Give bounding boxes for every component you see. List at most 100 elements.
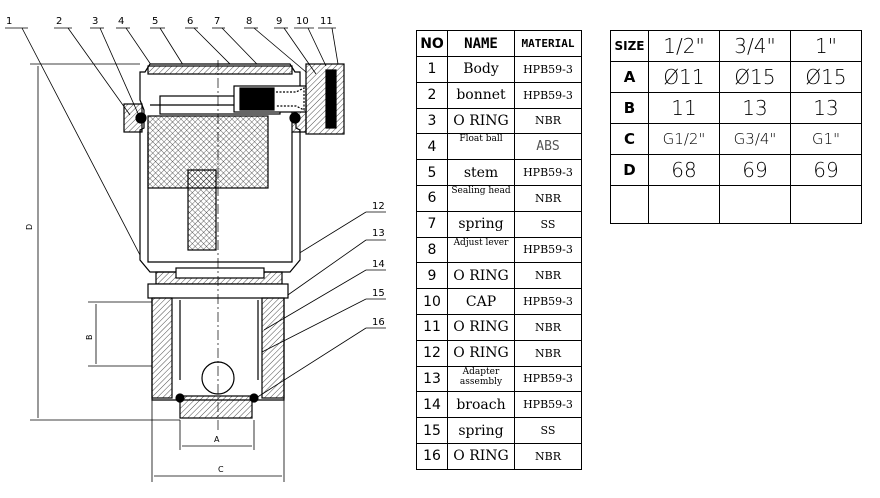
size-header-value: 3/4" — [719, 30, 791, 62]
size-cell — [790, 185, 862, 224]
callout-10: 10 — [296, 16, 309, 27]
size-cell: 13 — [790, 92, 862, 124]
callout-1: 1 — [6, 16, 12, 27]
size-cell: G1" — [790, 123, 862, 155]
part-material: HPB59-3 — [514, 81, 582, 109]
size-row-key: C — [610, 123, 649, 155]
valve-body — [123, 60, 345, 430]
size-cell: Ø15 — [790, 61, 862, 93]
part-name: O RING — [447, 107, 515, 135]
part-name: Adapter assembly — [447, 365, 515, 393]
part-no: 11 — [416, 313, 448, 341]
size-cell: Ø15 — [719, 61, 791, 93]
part-material: SS — [514, 417, 582, 444]
part-no: 9 — [416, 262, 448, 290]
dimension-lines — [30, 63, 285, 482]
part-material: NBR — [514, 339, 582, 367]
part-no: 16 — [416, 442, 448, 470]
right-leader-lines — [255, 211, 386, 399]
size-row-key: A — [610, 61, 649, 93]
part-name: stem — [447, 159, 515, 186]
size-header-value: 1/2" — [648, 30, 720, 62]
size-cell: 69 — [790, 154, 862, 186]
size-table-header: SIZE 1/2" 3/4" 1" — [610, 30, 862, 62]
dim-label-d: D — [25, 224, 34, 230]
callout-5: 5 — [152, 16, 158, 27]
part-no: 13 — [416, 365, 448, 393]
part-material: HPB59-3 — [514, 159, 582, 186]
part-name: Sealing head — [447, 184, 515, 212]
top-callouts: 1 2 3 4 5 6 7 8 9 10 11 — [6, 16, 333, 27]
part-material: HPB59-3 — [514, 288, 582, 315]
part-material: NBR — [514, 107, 582, 135]
part-name: spring — [447, 417, 515, 444]
table-row: C G1/2" G3/4" G1" — [610, 123, 862, 155]
part-material: HPB59-3 — [514, 236, 582, 264]
part-name: bonnet — [447, 81, 515, 109]
part-name: spring — [447, 210, 515, 238]
part-material: HPB59-3 — [514, 56, 582, 83]
size-header-key: SIZE — [610, 30, 649, 62]
part-no: 12 — [416, 339, 448, 367]
size-cell: Ø11 — [648, 61, 720, 93]
part-no: 6 — [416, 184, 448, 212]
size-cell: G3/4" — [719, 123, 791, 155]
right-callouts: 12 13 14 15 16 — [372, 201, 385, 328]
callout-13: 13 — [372, 228, 385, 239]
part-material: SS — [514, 210, 582, 238]
size-cell — [719, 185, 791, 224]
callout-16: 16 — [372, 317, 385, 328]
header-material: MATERIAL — [514, 30, 582, 57]
part-material: ABS — [514, 133, 582, 161]
table-row: B 11 13 13 — [610, 92, 862, 124]
size-cell: 68 — [648, 154, 720, 186]
dim-label-a: A — [214, 435, 220, 444]
size-cell: 11 — [648, 92, 720, 124]
part-name: broach — [447, 391, 515, 419]
part-material: NBR — [514, 442, 582, 470]
callout-11: 11 — [320, 16, 333, 27]
callout-8: 8 — [246, 16, 252, 27]
size-cell — [648, 185, 720, 224]
callout-9: 9 — [276, 16, 282, 27]
table-row: A Ø11 Ø15 Ø15 — [610, 61, 862, 93]
dim-label-c: C — [218, 465, 224, 474]
header-name: NAME — [447, 30, 515, 57]
size-table: SIZE 1/2" 3/4" 1" A Ø11 Ø15 Ø15 B 11 13 … — [610, 30, 862, 224]
callout-3: 3 — [92, 16, 98, 27]
part-name: O RING — [447, 339, 515, 367]
part-name: Float ball — [447, 133, 515, 161]
valve-section-drawing: 1 2 3 4 5 6 7 8 9 10 11 12 13 14 15 16 — [5, 16, 386, 482]
part-no: 3 — [416, 107, 448, 135]
callout-2: 2 — [56, 16, 62, 27]
part-no: 5 — [416, 159, 448, 186]
part-material: HPB59-3 — [514, 391, 582, 419]
size-row-key: D — [610, 154, 649, 186]
part-material: NBR — [514, 184, 582, 212]
part-no: 10 — [416, 288, 448, 315]
table-row — [610, 185, 862, 224]
part-material: NBR — [514, 262, 582, 290]
callout-7: 7 — [214, 16, 220, 27]
part-no: 14 — [416, 391, 448, 419]
part-no: 15 — [416, 417, 448, 444]
part-name: O RING — [447, 262, 515, 290]
part-no: 1 — [416, 56, 448, 83]
callout-15: 15 — [372, 288, 385, 299]
part-name: Body — [447, 56, 515, 83]
callout-6: 6 — [187, 16, 193, 27]
size-cell: G1/2" — [648, 123, 720, 155]
parts-table-header: NO NAME MATERIAL — [416, 30, 582, 57]
part-no: 4 — [416, 133, 448, 161]
